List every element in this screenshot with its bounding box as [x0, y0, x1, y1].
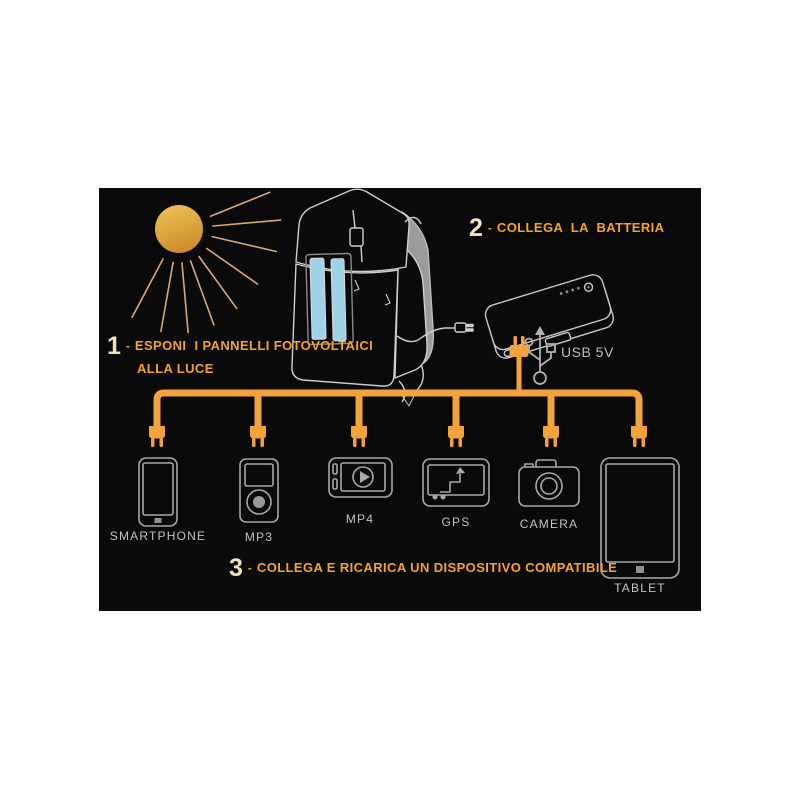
device-label-camera: CAMERA	[519, 517, 579, 531]
device-label-gps: GPS	[441, 515, 471, 529]
battery-power-button	[583, 282, 594, 292]
step-3-text: COLLEGA E RICARICA UN DISPOSITIVO COMPAT…	[256, 560, 618, 575]
battery-led-indicators	[559, 286, 580, 295]
step-2-number: 2	[469, 214, 483, 242]
smartphone-icon	[138, 457, 178, 527]
step-3-number: 3	[229, 554, 243, 582]
usb-voltage-label: USB 5V	[561, 344, 614, 360]
solar-panel	[305, 252, 354, 346]
camera-icon	[518, 459, 580, 507]
step-1-number: 1	[107, 332, 121, 360]
step-1-caption: 1 - ESPONI I PANNELLI FOTOVOLTAICI ALLA …	[107, 332, 374, 376]
tablet-icon	[600, 457, 680, 579]
usb-icon	[524, 326, 556, 385]
infographic-panel: 1 - ESPONI I PANNELLI FOTOVOLTAICI ALLA …	[99, 188, 701, 611]
device-label-mp4: MP4	[345, 512, 375, 526]
device-label-tablet: TABLET	[614, 581, 666, 595]
step-3-caption: 3 - COLLEGA E RICARICA UN DISPOSITIVO CO…	[229, 556, 617, 581]
battery-icon	[484, 274, 614, 359]
step-3-dash: -	[247, 561, 252, 575]
battery-plug-icon	[509, 336, 529, 357]
backpack-cable	[396, 327, 455, 343]
step-2-text: COLLEGA LA BATTERIA	[496, 220, 665, 235]
step-1-text-line1: ESPONI I PANNELLI FOTOVOLTAICI	[134, 338, 374, 353]
step-1-text-line2: ALLA LUCE	[137, 361, 214, 376]
gps-icon	[422, 458, 490, 507]
step-2-caption: 2 - COLLEGA LA BATTERIA	[469, 216, 664, 241]
backpack-icon	[291, 188, 474, 407]
mp3-player-icon	[239, 458, 279, 523]
power-strip	[149, 336, 647, 447]
cable-plug-icon	[454, 322, 467, 333]
battery-usb-port	[544, 331, 572, 348]
step-1-dash: -	[125, 339, 130, 353]
device-label-mp3: MP3	[244, 530, 274, 544]
step-2-dash: -	[487, 221, 492, 235]
mp4-player-icon	[328, 457, 393, 498]
device-label-smartphone: SMARTPHONE	[109, 529, 207, 543]
sun-icon	[131, 191, 282, 334]
diagram-artwork	[131, 188, 680, 579]
